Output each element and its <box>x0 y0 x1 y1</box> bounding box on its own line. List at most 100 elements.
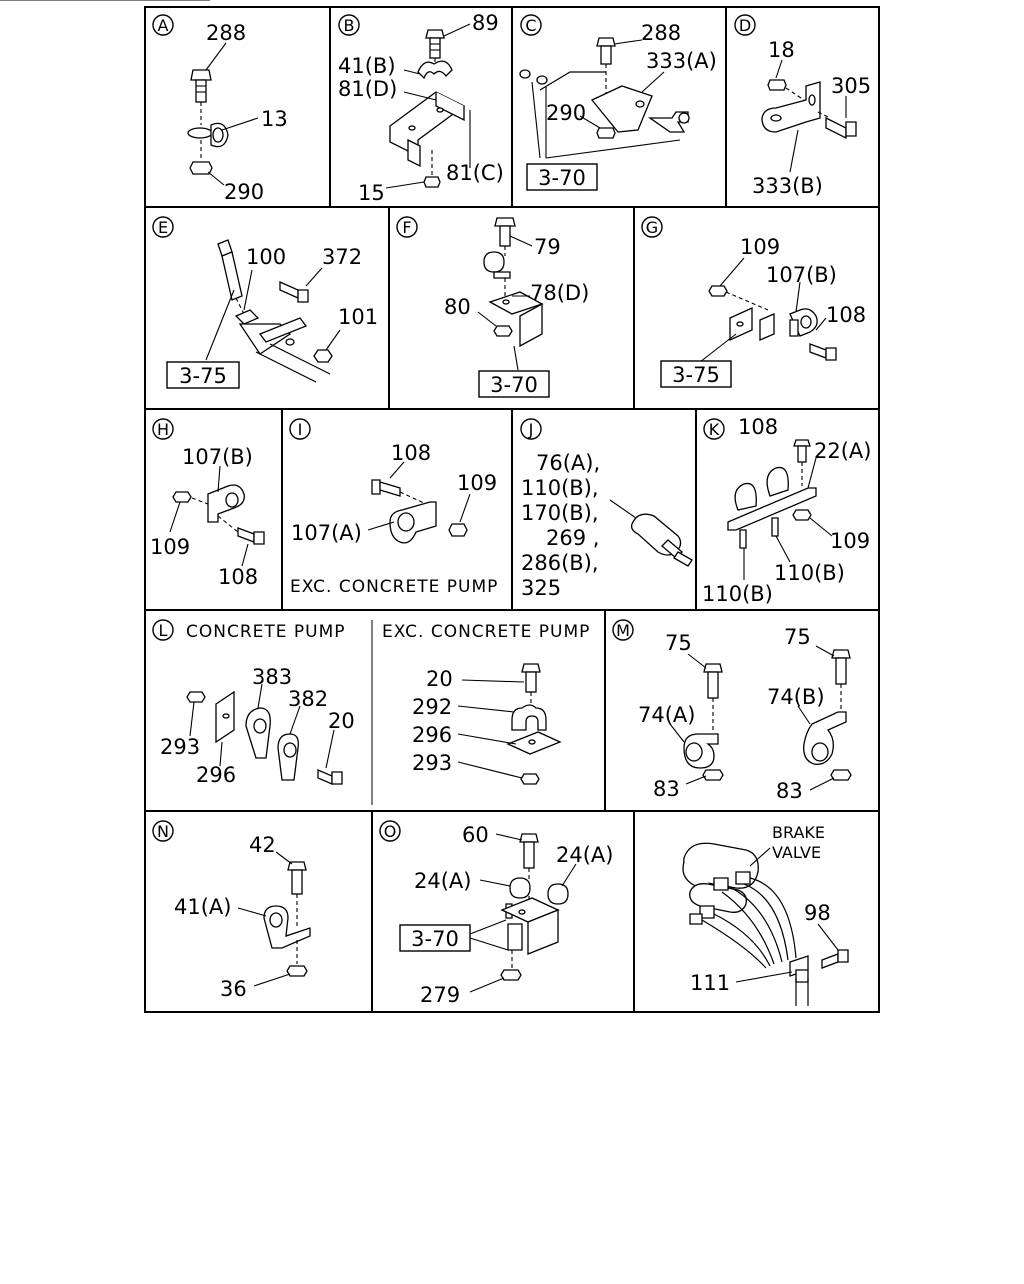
label-79: 79 <box>534 235 561 259</box>
panel-letter: B <box>344 16 355 35</box>
label-18: 18 <box>768 38 795 62</box>
note-exc-concrete-pump: EXC. CONCRETE PUMP <box>290 577 498 597</box>
panel-b: B 89 41(B) 81(D) 81(C) 15 <box>338 11 504 205</box>
label-24a: 24(A) <box>414 869 471 893</box>
panel-k: K 108 22(A) 109 110(B) 110(B) <box>702 415 871 606</box>
panel-f: F 3-70 79 78(D) 80 <box>396 216 589 398</box>
label-109: 109 <box>457 471 497 495</box>
label-89: 89 <box>472 11 499 35</box>
caption-brake: BRAKE <box>772 823 825 842</box>
label-110b: 110(B), <box>521 476 599 500</box>
label-111: 111 <box>690 971 730 995</box>
brake-valve-drawing <box>682 842 849 1006</box>
reference-box-3-70 <box>399 924 471 952</box>
reference-box-3-75 <box>166 361 240 389</box>
label-24a: 24(A) <box>556 843 613 867</box>
panel-l: L CONCRETE PUMP EXC. CONCRETE PUMP 383 3… <box>152 619 589 787</box>
label-107a: 107(A) <box>291 521 362 545</box>
caption-valve: VALVE <box>772 843 821 862</box>
label-382: 382 <box>288 687 328 711</box>
reference-box-3-75 <box>660 360 732 388</box>
reference-box-3-70 <box>478 370 550 398</box>
label-42: 42 <box>249 833 276 857</box>
reference-box-3-70 <box>526 163 598 191</box>
panel-letter: D <box>739 16 751 35</box>
clamp-13 <box>187 122 229 148</box>
label-372: 372 <box>322 245 362 269</box>
panel-h: H 107(B) 109 108 <box>150 418 265 589</box>
panel-letter: A <box>158 16 169 35</box>
ref-label: 3-75 <box>672 363 720 387</box>
panel-grid <box>144 6 880 1013</box>
label-288: 288 <box>641 21 681 45</box>
label-293: 293 <box>412 751 452 775</box>
label-269: 269 , <box>546 526 599 550</box>
panel-letter: I <box>298 420 303 439</box>
ref-label: 3-75 <box>179 364 227 388</box>
label-108: 108 <box>218 565 258 589</box>
label-81c: 81(C) <box>446 161 504 185</box>
label-110b: 110(B) <box>702 582 773 606</box>
label-41b: 41(B) <box>338 54 396 78</box>
label-75: 75 <box>665 631 692 655</box>
label-290: 290 <box>224 180 264 204</box>
panel-letter: M <box>616 621 630 640</box>
label-296: 296 <box>412 723 452 747</box>
label-22a: 22(A) <box>814 439 871 463</box>
label-76a: 76(A), <box>536 451 600 475</box>
label-109: 109 <box>830 529 870 553</box>
label-293: 293 <box>160 735 200 759</box>
label-107b: 107(B) <box>766 263 837 287</box>
label-13: 13 <box>261 107 288 131</box>
label-305: 305 <box>831 74 871 98</box>
label-80: 80 <box>444 295 471 319</box>
label-108: 108 <box>826 303 866 327</box>
panel-i: I 108 109 107(A) EXC. CONCRETE PUMP <box>289 418 498 597</box>
label-108: 108 <box>738 415 778 439</box>
label-383: 383 <box>252 665 292 689</box>
ref-label: 3-70 <box>538 166 586 190</box>
label-170b: 170(B), <box>521 501 599 525</box>
ref-label: 3-70 <box>411 927 459 951</box>
label-98: 98 <box>804 901 831 925</box>
panel-letter: E <box>158 218 168 237</box>
bolt-288 <box>190 69 212 103</box>
panel-a: A 288 13 290 <box>0 0 288 204</box>
label-78d: 78(D) <box>530 281 589 305</box>
label-20: 20 <box>328 709 355 733</box>
label-74a: 74(A) <box>638 703 695 727</box>
label-75: 75 <box>784 625 811 649</box>
label-107b: 107(B) <box>182 445 253 469</box>
label-83: 83 <box>776 779 803 803</box>
panel-letter: L <box>159 621 168 640</box>
panel-d: D 18 305 333(B) <box>734 14 871 198</box>
label-60: 60 <box>462 823 489 847</box>
panel-g: G 3-75 109 107(B) 108 <box>641 216 866 388</box>
label-108: 108 <box>391 441 431 465</box>
label-74b: 74(B) <box>767 685 825 709</box>
label-101: 101 <box>338 305 378 329</box>
panel-letter: C <box>525 16 536 35</box>
label-290: 290 <box>546 101 586 125</box>
panel-letter: J <box>528 420 534 439</box>
note-concrete-pump: CONCRETE PUMP <box>186 622 346 642</box>
nut-290 <box>189 161 213 175</box>
ref-label: 3-70 <box>490 373 538 397</box>
panel-letter: F <box>402 218 411 237</box>
label-288: 288 <box>206 21 246 45</box>
label-109: 109 <box>740 235 780 259</box>
label-292: 292 <box>412 695 452 719</box>
panel-letter: N <box>157 822 169 841</box>
label-81d: 81(D) <box>338 77 397 101</box>
label-100: 100 <box>246 245 286 269</box>
label-20: 20 <box>426 667 453 691</box>
label-279: 279 <box>420 983 460 1007</box>
label-110b: 110(B) <box>774 561 845 585</box>
label-296: 296 <box>196 763 236 787</box>
panel-j: J 76(A), 110(B), 170(B), 269 , 286(B), 3… <box>520 418 693 600</box>
panel-letter: K <box>709 420 720 439</box>
panel-o: O 3-70 60 24(A) 24(A) 279 <box>379 820 613 1007</box>
panel-brake-valve: BRAKE VALVE 98 111 <box>682 823 849 1006</box>
